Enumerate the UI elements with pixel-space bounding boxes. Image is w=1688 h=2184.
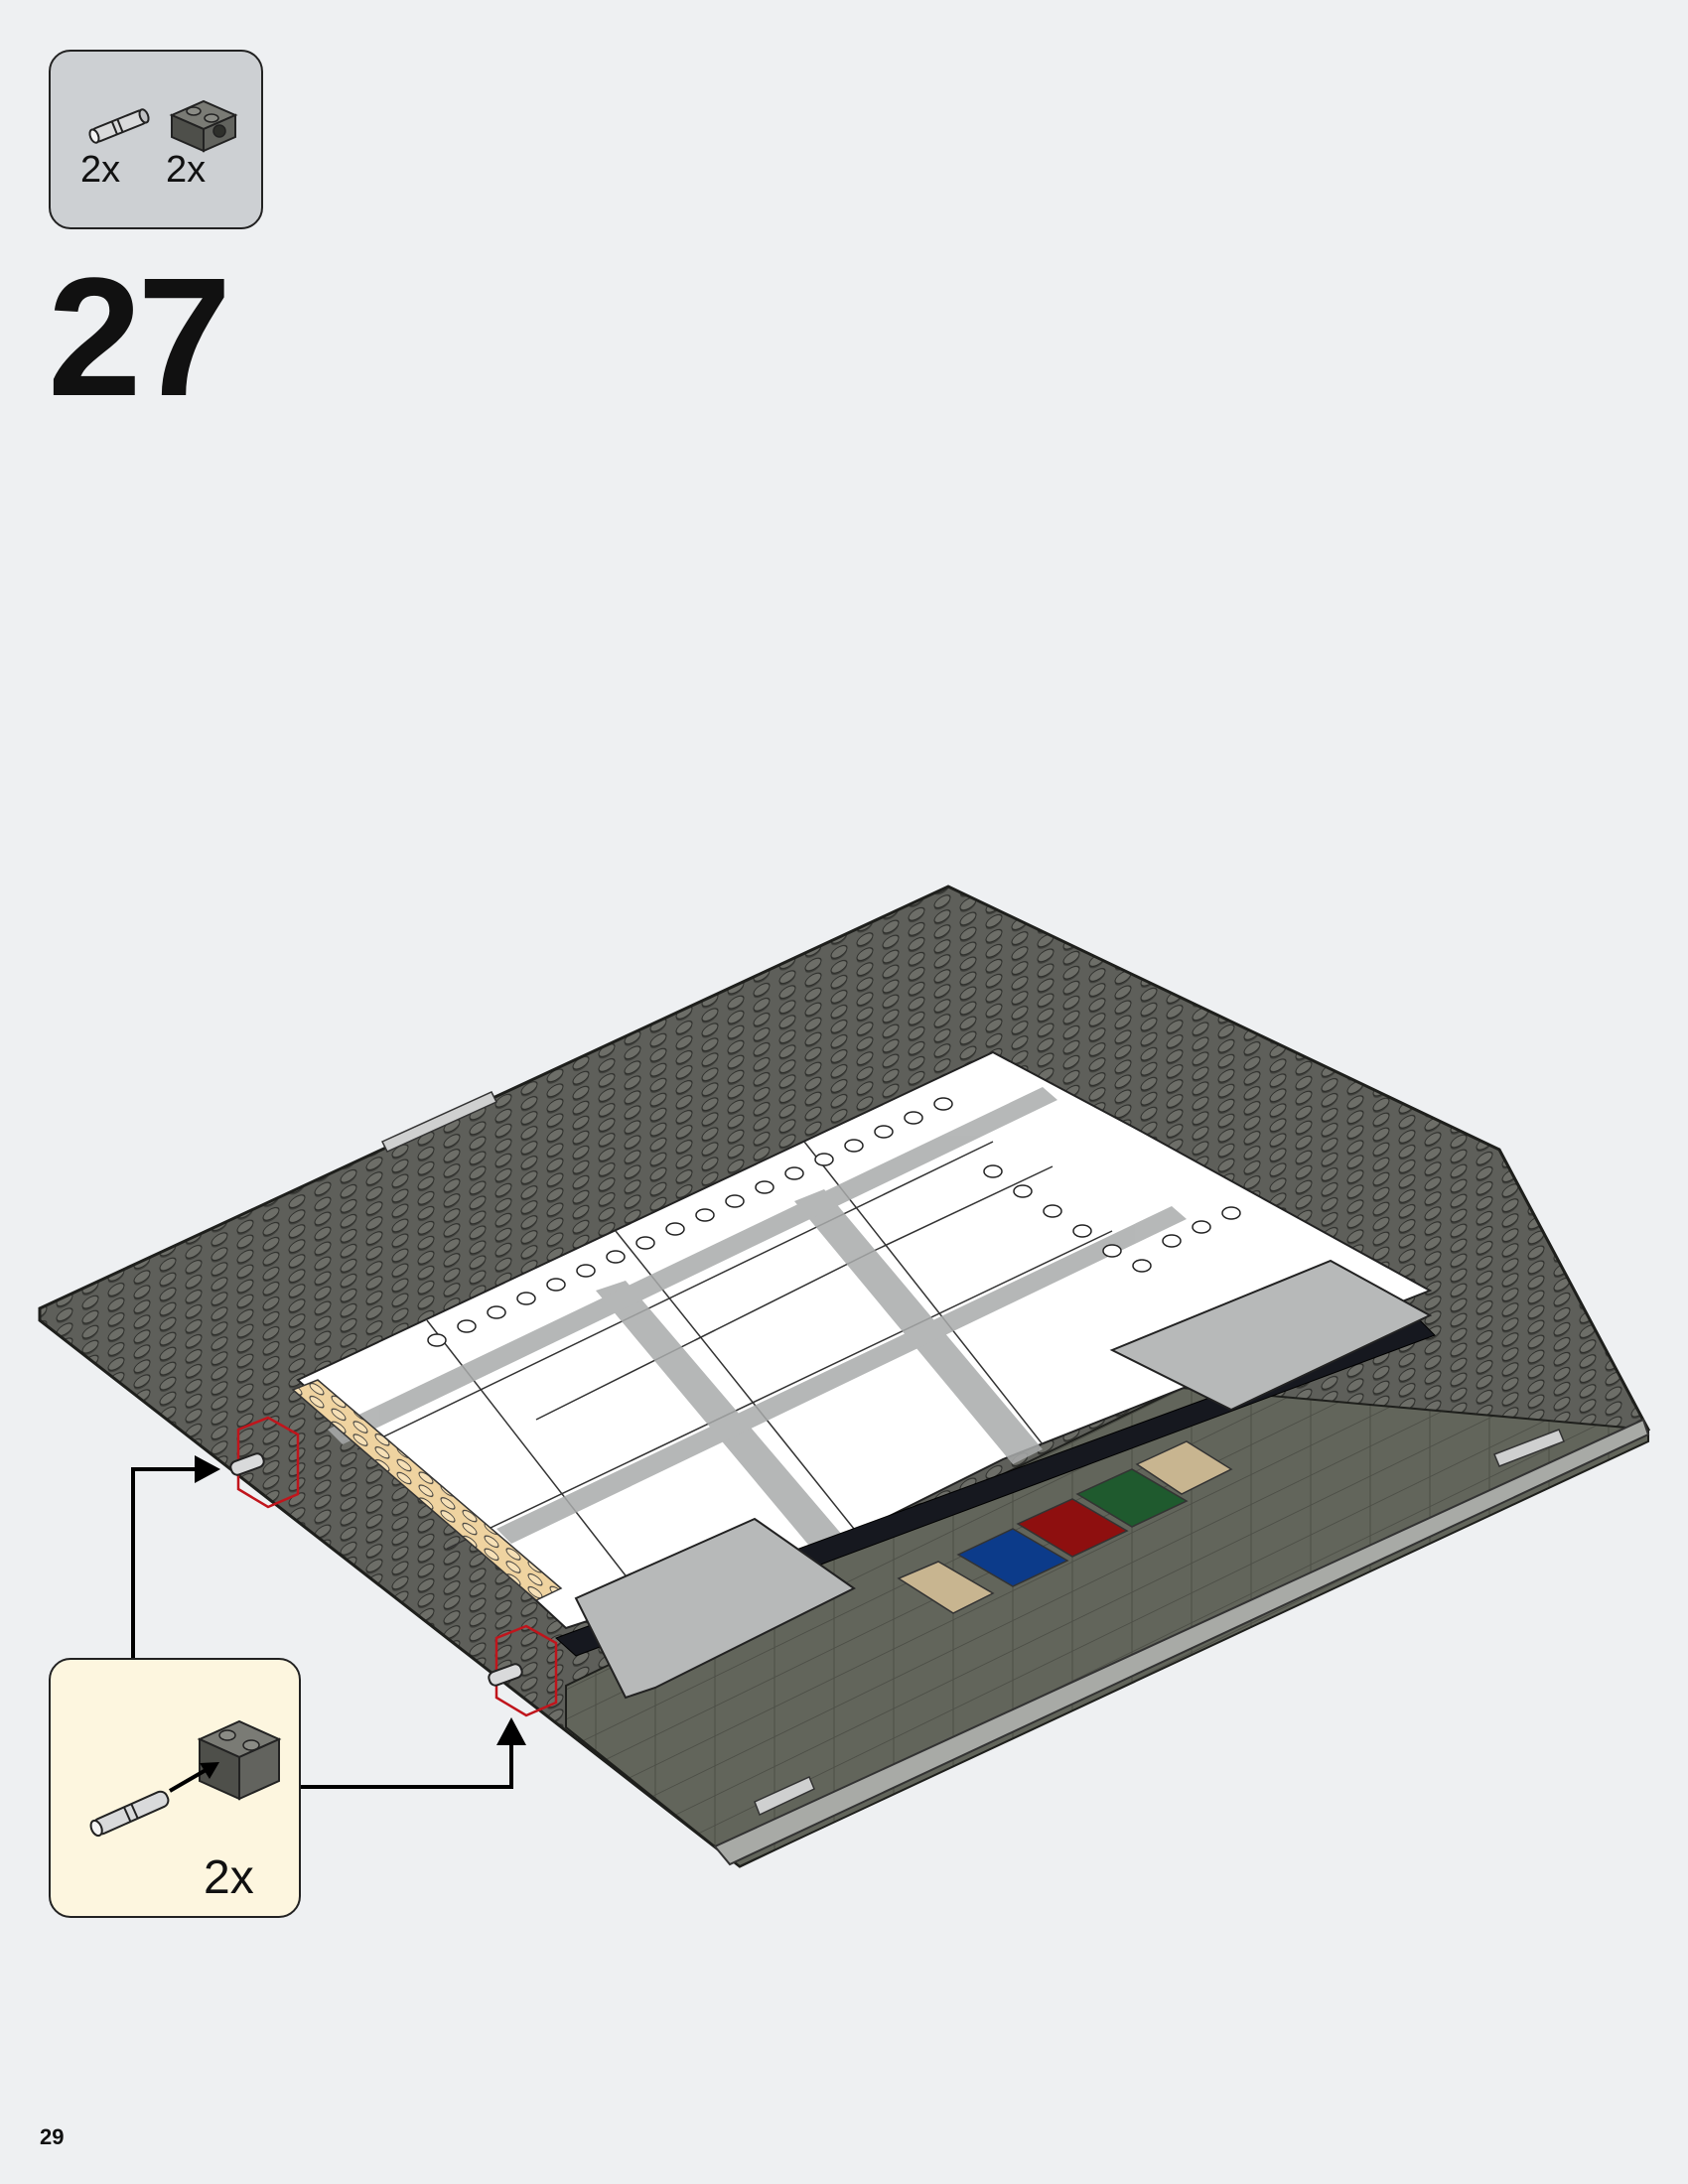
red-tile [1016,1498,1129,1558]
attachment-point-upper [236,1416,300,1509]
technic-pin-icon [89,1790,170,1838]
green-tile [1075,1468,1189,1528]
attachment-point-lower [494,1624,558,1717]
gray-grid-bands [328,1087,1187,1564]
arrow-to-lower-point [301,1742,513,1789]
insert-arrow [168,1767,210,1793]
inserted-pins [229,1452,523,1687]
front-edge-tiles [713,1418,1650,1866]
part-qty-brick: 2x [166,149,207,191]
subassembly-qty: 2x [204,1851,254,1904]
part-qty-pin: 2x [80,149,121,191]
technic-brick-icon [197,1719,282,1801]
right-gray-platform [1109,1259,1433,1412]
white-stud-row [427,1097,1241,1347]
technic-brick-1x2-icon [169,99,238,153]
page-number: 29 [40,2124,65,2149]
step-number: 27 [48,243,231,432]
subassembly-illustration [89,1719,282,1838]
blue-tile [956,1528,1069,1587]
tan-tile-right [1135,1440,1233,1495]
parts-list-callout: 2x 2x [49,50,263,229]
tan-tile-left [897,1561,995,1614]
arrow-to-upper-point [131,1467,204,1658]
grille-tiles [380,1091,1565,1817]
arrowhead-lower [496,1717,526,1745]
tan-stud-strip [291,1379,563,1601]
technic-pin-icon [88,108,150,144]
left-gray-platform [574,1517,856,1700]
arrowhead-upper [195,1455,220,1483]
subassembly-callout: 2x [49,1658,301,1918]
